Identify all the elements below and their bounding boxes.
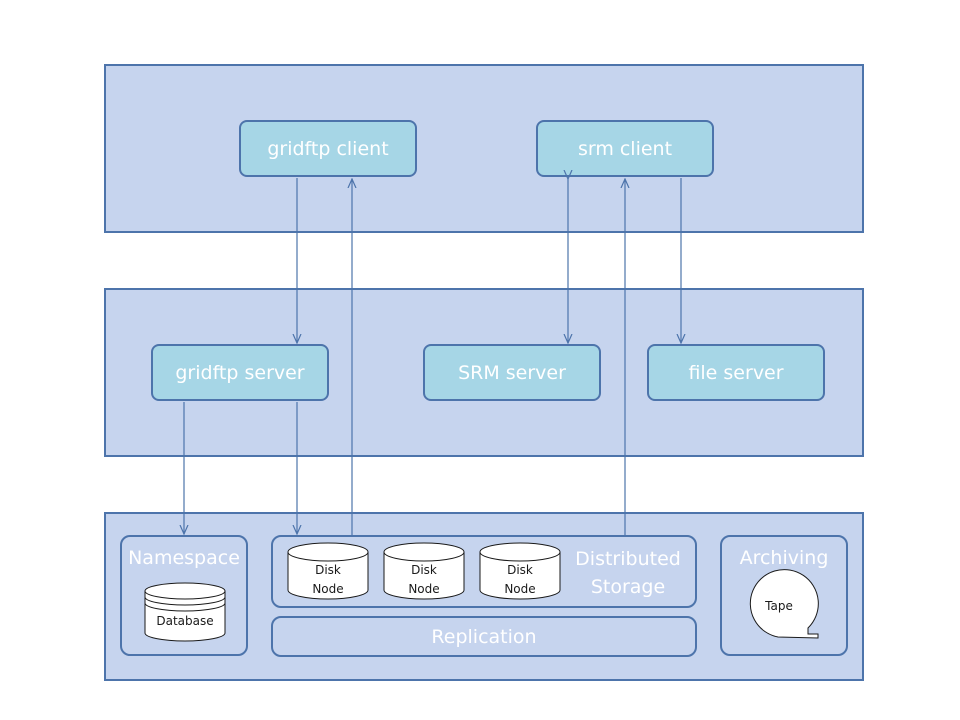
archiving-title: Archiving [739, 547, 829, 569]
srm-client-node: srm client [536, 120, 714, 177]
file-server-node: file server [647, 344, 825, 401]
database-label: Database [156, 614, 214, 628]
tape-label: Tape [765, 599, 793, 613]
gridftp-client-node: gridftp client [239, 120, 417, 177]
gridftp-client-label: gridftp client [267, 137, 389, 160]
gridftp-server-node: gridftp server [151, 344, 329, 401]
client-layer [104, 64, 864, 233]
archiving-group: Archiving [720, 535, 848, 656]
disk-node-label: Disk Node [312, 563, 344, 596]
file-server-label: file server [688, 361, 784, 384]
disk-node-label: Disk Node [408, 563, 440, 596]
srm-server-node: SRM server [423, 344, 601, 401]
disk-node-label: Disk Node [504, 563, 536, 596]
distributed-storage-title: Distributed Storage [575, 548, 681, 598]
srm-server-label: SRM server [458, 361, 566, 384]
replication-label: Replication [431, 625, 537, 648]
replication-bar: Replication [271, 616, 697, 657]
srm-client-label: srm client [577, 137, 673, 160]
namespace-group: Namespace [120, 535, 248, 656]
namespace-title: Namespace [128, 547, 240, 569]
gridftp-server-label: gridftp server [175, 361, 305, 384]
